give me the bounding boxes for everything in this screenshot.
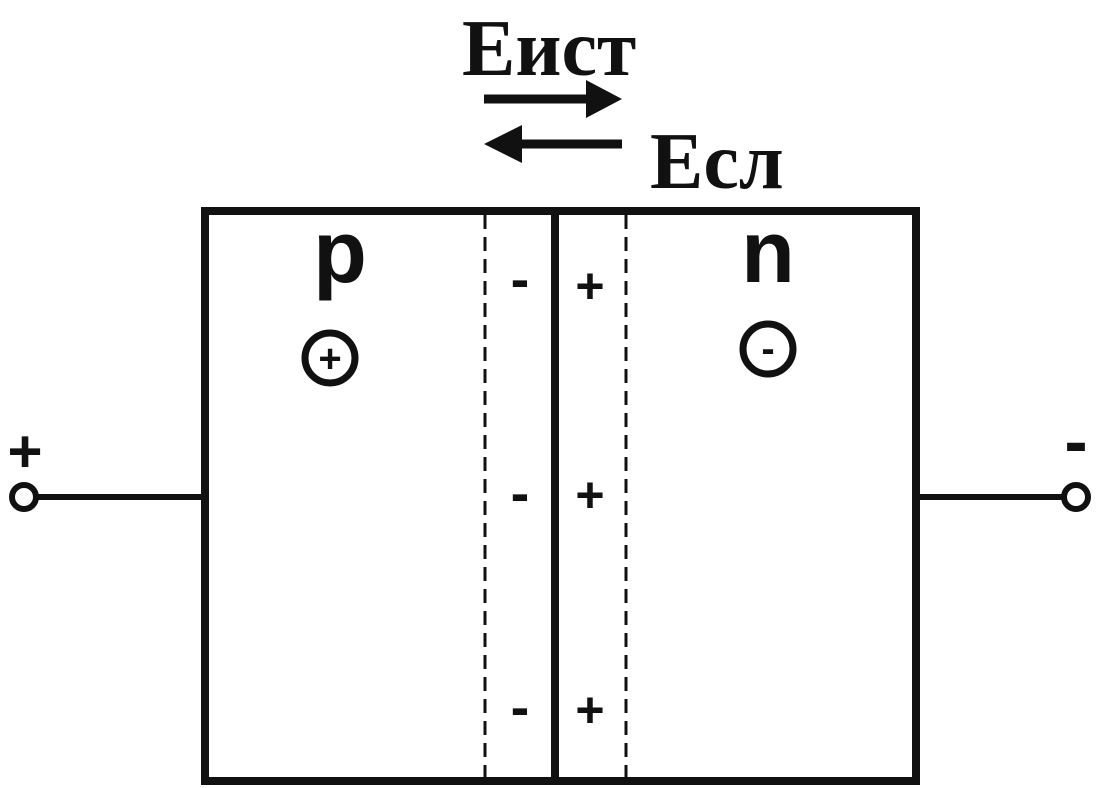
negative-charge: - (511, 461, 530, 524)
positive-charge: + (575, 682, 604, 738)
semiconductor-block (201, 207, 920, 785)
depletion-negative-charges: - - - (511, 247, 530, 738)
field-source-label: Еист (462, 5, 636, 93)
terminal-left-label: + (7, 418, 42, 485)
terminal-left: + (7, 418, 205, 512)
negative-charge: - (511, 247, 530, 310)
svg-text:-: - (761, 327, 774, 371)
depletion-positive-charges: + + + (575, 258, 604, 738)
svg-text:+: + (318, 337, 341, 381)
positive-charge: + (575, 258, 604, 314)
terminal-right-label: - (1064, 402, 1087, 480)
terminal-right-node-icon (1061, 482, 1091, 512)
positive-charge: + (575, 467, 604, 523)
n-carrier-icon: - (739, 320, 797, 378)
p-carrier-icon: + (301, 329, 359, 387)
terminal-right: - (916, 402, 1091, 512)
region-n-label: n (741, 202, 795, 301)
field-drift-label: Есл (650, 118, 784, 206)
negative-charge: - (511, 675, 530, 738)
terminal-left-node-icon (9, 482, 39, 512)
field-drift-arrow (484, 125, 622, 163)
region-p-label: p (313, 202, 367, 301)
field-source-arrow (484, 80, 622, 118)
